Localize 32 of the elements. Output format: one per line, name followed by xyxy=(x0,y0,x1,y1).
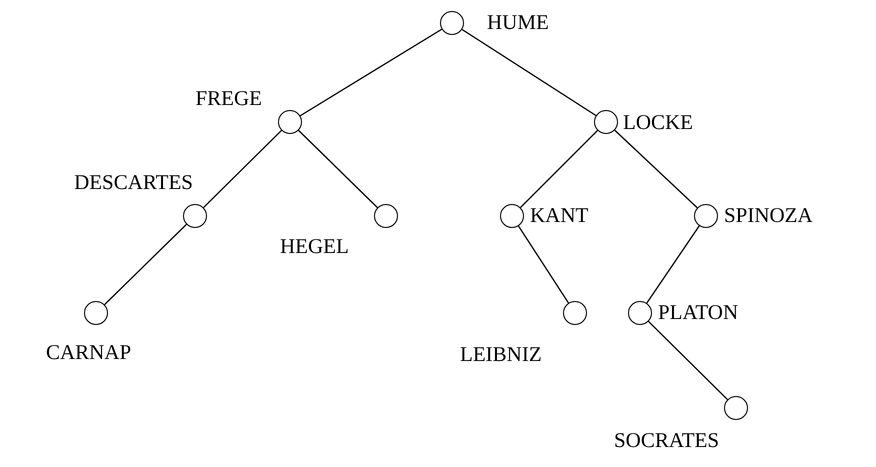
tree-node-circle xyxy=(724,396,748,420)
node-label: CARNAP xyxy=(46,342,132,363)
connector-line xyxy=(614,130,698,208)
node-label: PLATON xyxy=(658,302,738,323)
tree-node-circle xyxy=(594,110,618,134)
tree-node-circle xyxy=(440,11,464,35)
node-label: KANT xyxy=(530,205,588,226)
node-label: LEIBNIZ xyxy=(460,344,542,365)
connector-line xyxy=(203,130,282,208)
node-label: HUME xyxy=(487,12,549,33)
node-label: HEGEL xyxy=(280,236,349,257)
connector-line xyxy=(646,226,700,304)
node-label: LOCKE xyxy=(623,112,693,133)
connector-line xyxy=(298,130,378,208)
connector-line xyxy=(104,224,187,306)
connector-line xyxy=(518,226,570,304)
tree-node-circle xyxy=(183,204,207,228)
connector-line xyxy=(648,320,728,400)
tree-node-circle xyxy=(374,204,398,228)
connector-line xyxy=(462,28,596,116)
tree-node-circle xyxy=(628,301,652,325)
node-label: SPINOZA xyxy=(724,205,813,226)
tree-node-circle xyxy=(500,204,524,228)
node-label: SOCRATES xyxy=(614,430,720,451)
tree-node-circle xyxy=(563,301,587,325)
node-label: FREGE xyxy=(195,88,262,109)
tree-node-circle xyxy=(278,110,302,134)
connector-line xyxy=(520,130,598,208)
tree-node-circle xyxy=(694,204,718,228)
tree-node-circle xyxy=(84,301,108,325)
node-label: DESCARTES xyxy=(74,172,193,193)
connector-line xyxy=(300,28,442,116)
